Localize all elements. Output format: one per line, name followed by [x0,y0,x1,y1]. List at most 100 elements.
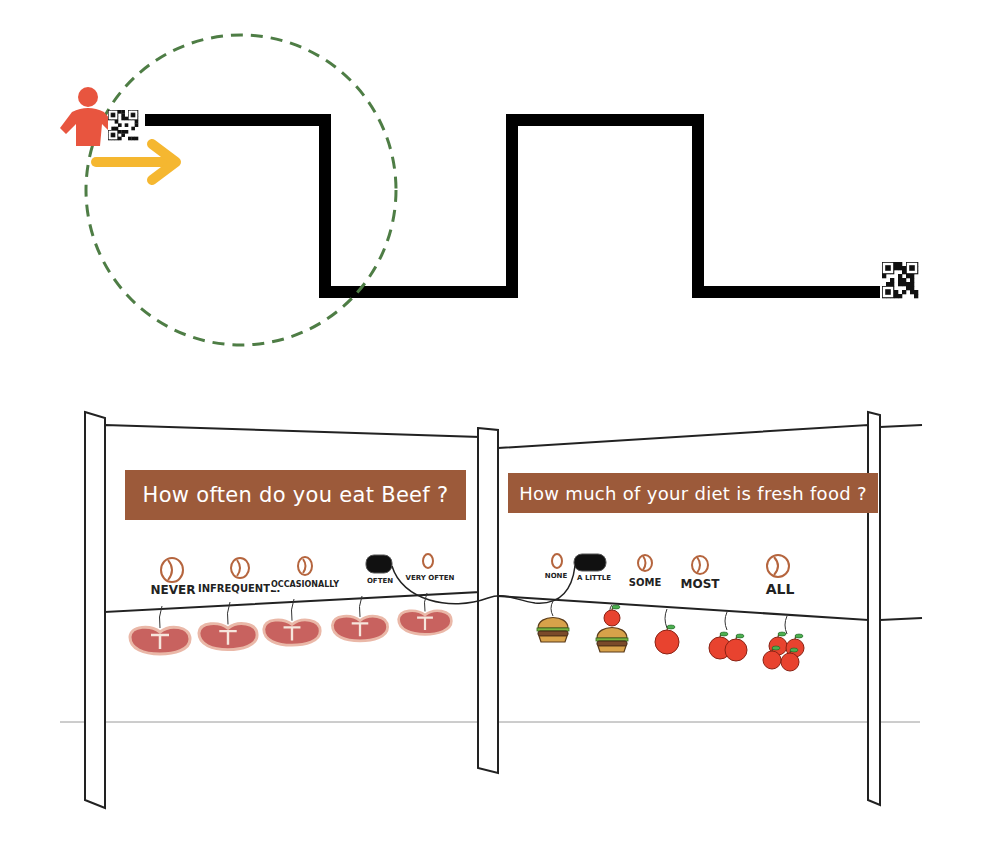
steak-bone [417,618,433,630]
apple-leaf [772,646,780,650]
arrow-shaft [96,157,172,167]
qr-finder-dot [111,133,114,136]
qr-cell [882,274,886,278]
apple [604,605,620,626]
person-icon [60,87,118,146]
hanger [227,602,230,624]
qr-cell [910,286,914,290]
qr-finder-dot [886,266,890,270]
qr-cell [121,117,125,121]
qr-cell [914,294,918,298]
board-extension [880,618,922,620]
burger [596,628,628,653]
hanging-items [130,593,804,671]
hanger [785,616,787,634]
qr-cell [894,266,898,270]
qr-codes [108,110,918,298]
qr-cell [910,290,914,294]
qr-cell [886,282,890,286]
qr-cell [118,110,122,114]
walk-path [145,120,880,292]
apple [781,648,799,671]
hanger [424,593,427,611]
qr-cell [898,282,902,286]
bun-bottom [539,636,567,642]
bun-top [538,618,568,629]
knob-mark [697,557,700,573]
qr-cell [131,113,135,117]
knob-mark [237,560,240,576]
steak-meat [199,624,257,650]
qr-cell [906,282,910,286]
apple-leaf [790,648,798,652]
qr-cell [118,130,122,134]
right-board [498,425,868,620]
answer-label: MOST [680,578,721,591]
qr-cell [906,274,910,278]
qr-cell [121,113,125,117]
qr-cell [121,110,125,114]
apple-leaf [667,625,675,629]
qr-cell [886,290,890,294]
qr-cell [121,130,125,134]
qr-cell [898,262,902,266]
dashed-circle [86,35,396,345]
qr-finder-dot [910,266,914,270]
qr-cell [118,123,122,127]
qr-finder-dot [111,113,114,116]
apple-body [725,639,747,661]
knob-mark [774,557,778,575]
knob [692,556,708,574]
steak-meat [332,616,387,641]
apple-leaf [720,632,728,636]
apple-body [781,653,799,671]
bun-bottom [598,646,626,652]
qr-cell [118,137,122,141]
answer-label: OFTEN [366,578,394,586]
knob [423,554,433,568]
question-text: How much of your diet is fresh food ? [519,483,867,504]
patty [597,641,627,646]
hanger [551,601,553,616]
qr-cell [898,278,902,282]
qr-code [882,262,918,298]
person-head [78,87,98,107]
steak-meat [264,620,320,645]
qr-cell [894,294,898,298]
qr-finder [884,264,892,272]
post [85,412,105,808]
qr-finder-dot [886,290,890,294]
hanger [159,606,162,628]
steak-bone [352,623,369,636]
apple-leaf [795,634,803,638]
qr-cell [902,270,906,274]
answer-label: NEVER [150,584,197,597]
qr-finder-dot [131,113,134,116]
qr-cell [894,290,898,294]
selected-slot [366,555,392,573]
hanger [359,596,362,617]
qr-cell [890,282,894,286]
left-board [105,425,480,612]
answer-label: A LITTLE [576,575,612,583]
answer-label: VERY OFTEN [405,575,456,583]
qr-finder [130,112,137,119]
steak [130,627,190,654]
steak-bone [284,627,301,640]
qr-cell [898,294,902,298]
qr-cell [115,120,119,124]
qr-cell [886,266,890,270]
steak-meat [130,627,190,654]
qr-cell [898,266,902,270]
apple [655,625,679,654]
qr-cell [890,278,894,282]
hanger [665,609,667,628]
burger [537,618,569,643]
qr-finder [884,288,892,296]
knob-mark [303,559,306,573]
qr-cell [115,127,119,131]
question-banner: How much of your diet is fresh food ? [508,473,878,513]
answer-string [392,566,575,604]
